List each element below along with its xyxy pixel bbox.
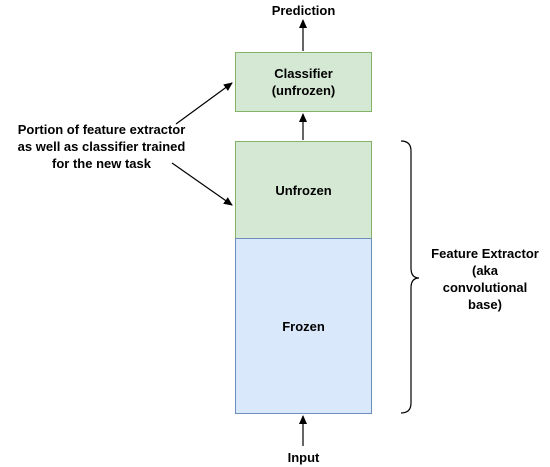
classifier-box: Classifier (unfrozen): [235, 52, 372, 112]
input-label: Input: [287, 450, 320, 465]
fe-line-4: base): [468, 297, 502, 312]
prediction-label: Prediction: [271, 3, 336, 18]
fe-line-3: convolutional: [442, 280, 528, 295]
unfrozen-label: Unfrozen: [275, 182, 332, 198]
frozen-label: Frozen: [282, 318, 325, 334]
note-to-classifier-arrow: [175, 82, 233, 125]
fe-line-2: (aka: [471, 263, 499, 278]
feature-extractor-label: Feature Extractor (aka convolutional bas…: [420, 245, 550, 313]
note-to-unfrozen-arrow: [171, 162, 233, 206]
note-line-1: Portion of feature extractor: [17, 122, 186, 137]
classifier-status: (unfrozen): [271, 83, 336, 98]
unfrozen-block: Unfrozen: [235, 141, 372, 239]
note-line-2: as well as classifier trained: [17, 139, 186, 154]
note-line-3: for the new task: [52, 156, 151, 171]
frozen-block: Frozen: [235, 238, 372, 414]
fe-line-1: Feature Extractor: [431, 246, 539, 261]
classifier-title: Classifier: [274, 66, 333, 81]
feature-extractor-brace: [400, 140, 420, 414]
trained-portion-note: Portion of feature extractor as well as …: [0, 121, 203, 172]
